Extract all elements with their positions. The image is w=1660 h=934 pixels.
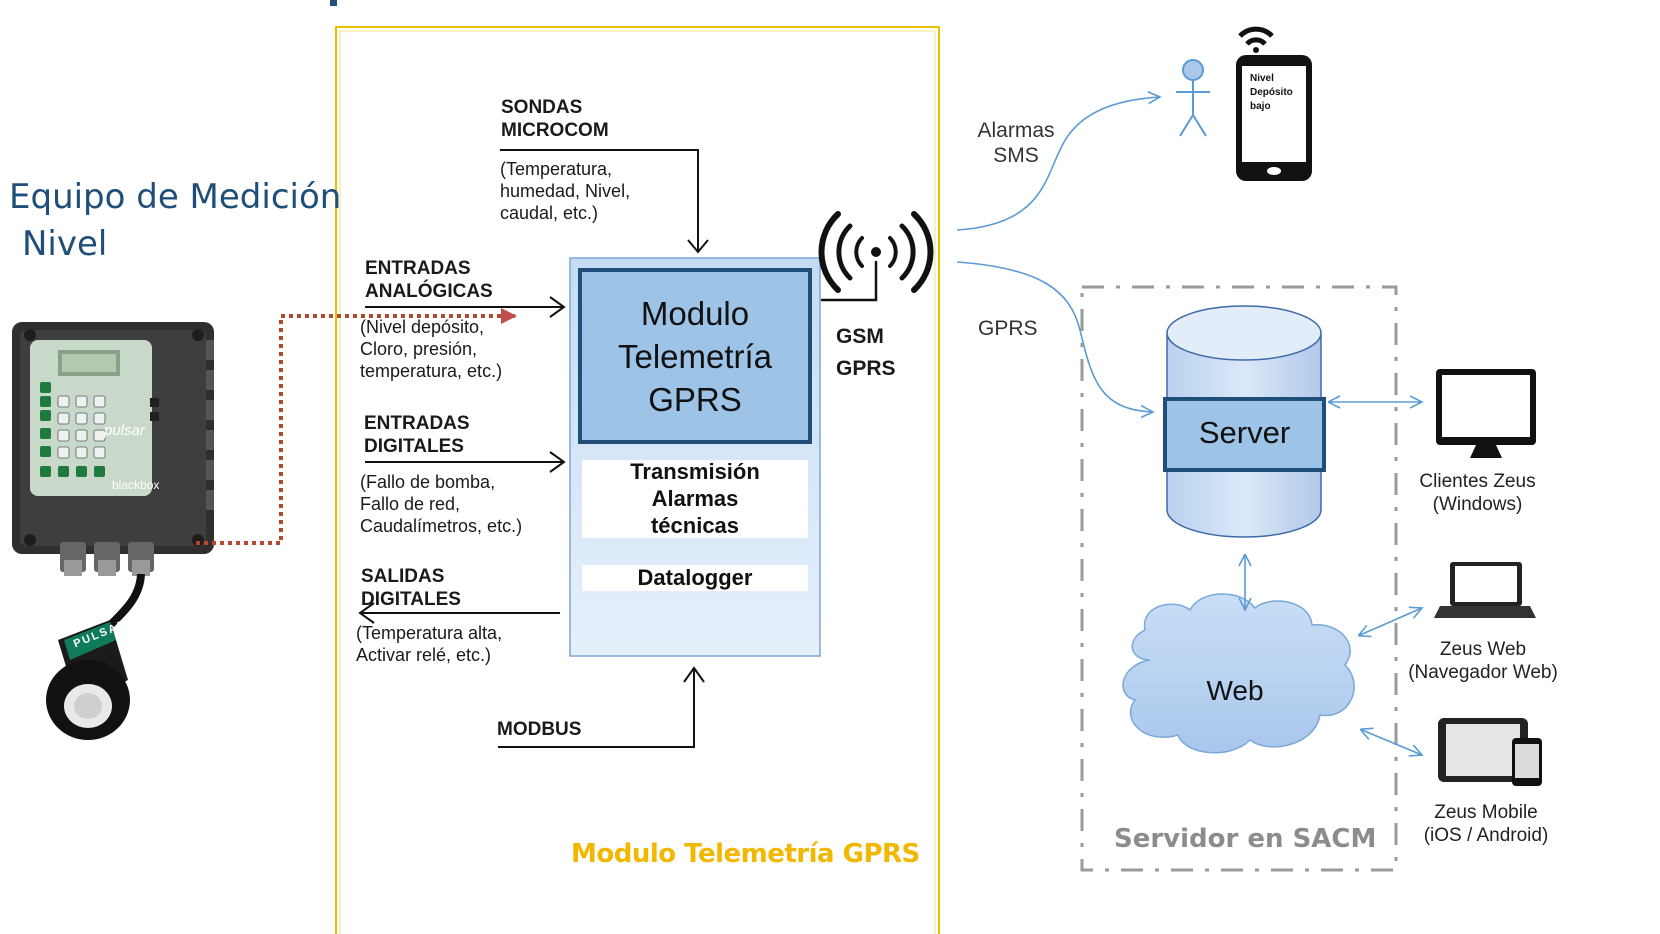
device-keypad-brand: pulsar <box>104 422 145 439</box>
client-web-label: Zeus Web(Navegador Web) <box>1408 639 1558 683</box>
salidas-desc: (Temperatura alta,Activar relé, etc.) <box>356 623 503 665</box>
client-windows-label: Clientes Zeus(Windows) <box>1419 471 1536 515</box>
user-icon <box>1176 59 1210 137</box>
arrow-modbus <box>498 670 695 748</box>
gprs-link <box>956 261 1153 412</box>
datalogger-label: Datalogger <box>637 565 753 590</box>
web-cloud-icon <box>1122 593 1355 754</box>
client-mobile-label: Zeus Mobile(iOS / Android) <box>1423 802 1549 846</box>
device-title-line2: Nivel <box>22 224 108 264</box>
device-model: blackbox <box>112 478 160 492</box>
server-panel-border <box>1080 285 1398 872</box>
analogicas-desc: (Nivel depósito,Cloro, presión,temperatu… <box>360 317 503 381</box>
gprs-label: GPRS <box>978 317 1038 340</box>
arrow-sondas <box>500 149 699 251</box>
title-remnant <box>330 0 337 6</box>
antenna-icon <box>818 211 934 302</box>
sondas-desc: (Temperatura,humedad, Nivel,caudal, etc.… <box>500 159 631 223</box>
module-panel-caption: Modulo Telemetría GPRS <box>571 839 920 869</box>
device-connection <box>196 308 517 545</box>
web-label: Web <box>1206 675 1264 706</box>
module-panel-border <box>335 26 940 934</box>
digitales-desc: (Fallo de bomba,Fallo de red,Caudalímetr… <box>360 472 523 536</box>
server-label: Server <box>1198 415 1291 450</box>
phone-icon <box>1236 26 1312 181</box>
mobile-devices-icon <box>1438 718 1542 786</box>
device-title-line1: Equipo de Medición <box>9 177 342 217</box>
modbus-title: MODBUS <box>497 719 582 740</box>
server-panel-caption: Servidor en SACM <box>1114 824 1377 854</box>
sms-link <box>956 97 1160 231</box>
monitor-icon <box>1436 369 1536 458</box>
measurement-device <box>12 322 214 740</box>
laptop-icon <box>1434 562 1536 618</box>
